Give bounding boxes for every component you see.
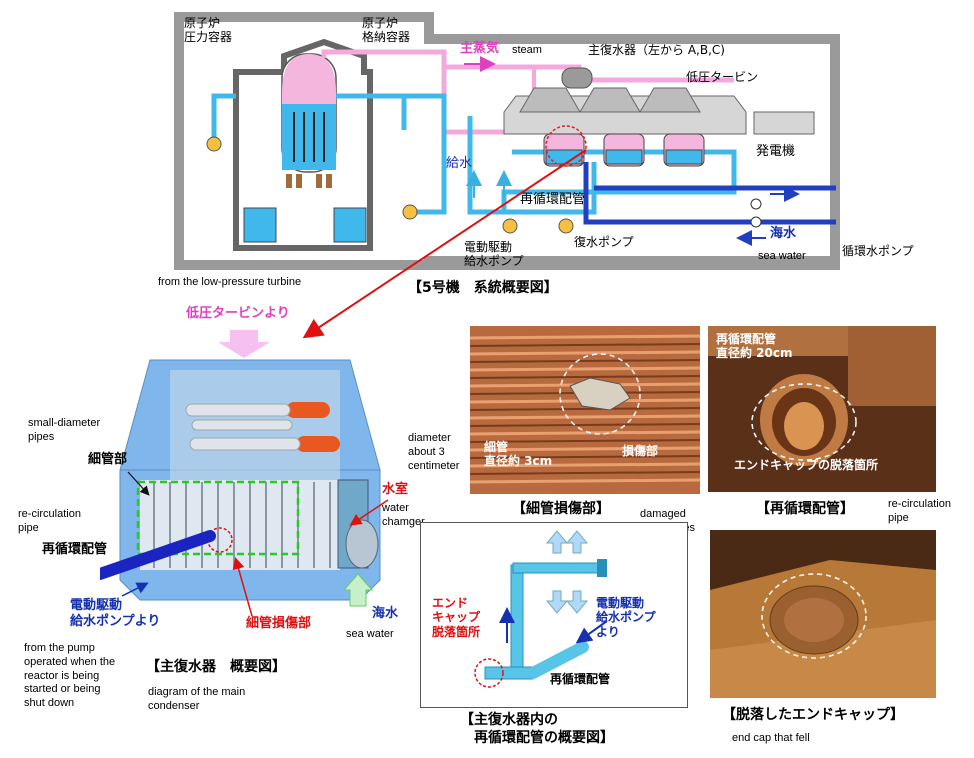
water-chamber-jp: 水室 bbox=[382, 482, 409, 497]
recirc-pipe-label: 再循環配管 bbox=[520, 192, 586, 207]
feedwater-label: 給水 bbox=[446, 156, 473, 171]
damage-jp: 細管損傷部 bbox=[246, 616, 312, 631]
recirc-en: re-circulation pipe bbox=[18, 508, 81, 534]
small-pipes-en: small-diameter pipes bbox=[28, 417, 101, 443]
water-chamber-en: water chamger bbox=[382, 502, 425, 528]
condenser-title-en: diagram of the main condenser bbox=[148, 686, 246, 712]
system-diagram-svg bbox=[174, 12, 861, 270]
small-pipes-jp: 細管部 bbox=[88, 452, 128, 467]
recirc-photo-label-2: エンドキャップの脱落箇所 bbox=[734, 458, 879, 472]
recirc-caption: 【再循環配管】 bbox=[756, 501, 854, 517]
endcap-caption-en: end cap that fell bbox=[732, 732, 810, 744]
condensate-pump-label: 復水ポンプ bbox=[574, 235, 634, 249]
from-lp-en: from the low-pressure turbine bbox=[158, 276, 302, 288]
tubes-caption: 【細管損傷部】 bbox=[512, 501, 610, 517]
generator-label: 発電機 bbox=[756, 144, 796, 159]
motor-pump-label: 電動駆動 給水ポンプ bbox=[464, 240, 524, 269]
photo-recirc-pipe bbox=[708, 326, 936, 492]
system-title: 【5号機 系統概要図】 bbox=[408, 280, 558, 296]
tubes-label-2: 損傷部 bbox=[622, 444, 659, 458]
rpv-label: 原子炉 圧力容器 bbox=[184, 16, 233, 45]
recirc-caption-en: re-circulation pipe bbox=[888, 498, 951, 524]
main-steam-en: steam bbox=[512, 44, 542, 56]
from-pump-en: from the pump operated when the reactor … bbox=[24, 642, 116, 709]
diameter-en: diameter about 3 centimeter bbox=[408, 432, 460, 472]
pointer-arrow bbox=[302, 149, 587, 339]
containment-label: 原子炉 格納容器 bbox=[362, 16, 411, 45]
condenser-seawater-en: sea water bbox=[346, 628, 394, 640]
recirc-jp: 再循環配管 bbox=[42, 542, 108, 557]
endcap-caption: 【脱落したエンドキャップ】 bbox=[722, 707, 904, 723]
inner-recirc-svg bbox=[474, 530, 608, 688]
from-pump-jp: 電動駆動 給水ポンプより bbox=[70, 598, 161, 629]
condenser-illustration bbox=[94, 330, 400, 620]
inner-title: 【主復水器内の 再循環配管の概要図】 bbox=[460, 712, 614, 746]
condenser-seawater-jp: 海水 bbox=[372, 606, 399, 621]
photo-end-cap bbox=[710, 530, 936, 698]
photo-damaged-tubes bbox=[470, 326, 700, 494]
system-diagram bbox=[174, 12, 861, 270]
inner-recirc-label: 再循環配管 bbox=[550, 672, 611, 686]
tubes-label-1: 細管 直径約 3cm bbox=[484, 440, 553, 469]
condenser-title-jp: 【主復水器 概要図】 bbox=[146, 659, 286, 675]
recirc-photo-label-1: 再循環配管 直径約 20cm bbox=[716, 332, 793, 361]
circ-pump-label: 循環水ポンプ bbox=[842, 244, 914, 258]
inner-recirc-panel bbox=[420, 522, 688, 708]
lp-turbine-label: 低圧タービン bbox=[686, 70, 759, 84]
inner-from-pump-label: 電動駆動 給水ポンプ より bbox=[596, 596, 656, 639]
seawater-label: 海水 bbox=[770, 226, 797, 241]
main-steam-label: 主蒸気 bbox=[460, 41, 500, 56]
condenser-svg bbox=[94, 330, 381, 607]
seawater-en: sea water bbox=[758, 250, 806, 262]
endcap-label: エンド キャップ 脱落箇所 bbox=[432, 596, 481, 639]
main-condenser-label: 主復水器（左から A,B,C) bbox=[588, 43, 725, 57]
from-lp-jp: 低圧タービンより bbox=[186, 306, 290, 321]
